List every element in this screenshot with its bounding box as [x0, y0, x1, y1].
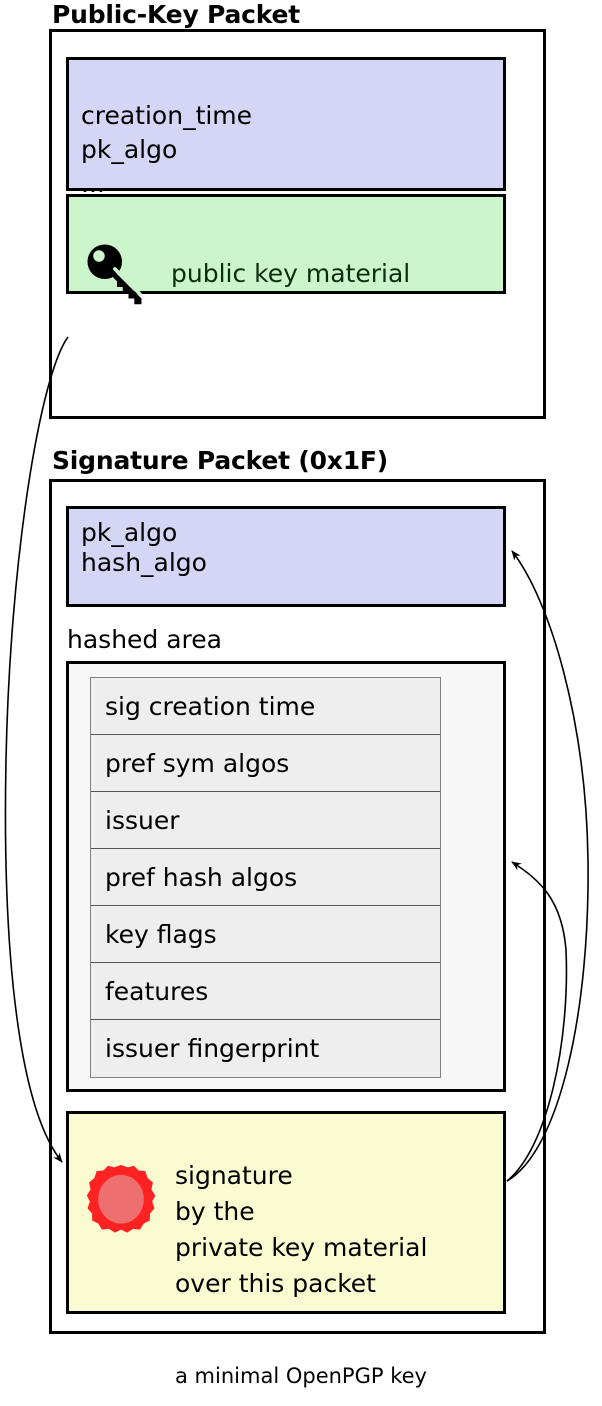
subpacket-row: sig creation time — [91, 678, 440, 735]
subpacket-row: pref sym algos — [91, 735, 440, 792]
figure-caption: a minimal OpenPGP key — [175, 1364, 427, 1388]
public-key-metadata-lines: creation_time pk_algo — [81, 101, 253, 164]
key-icon — [87, 244, 142, 305]
subpacket-row: issuer fingerprint — [91, 1020, 440, 1077]
subpacket-row: features — [91, 963, 440, 1020]
signature-packet-metadata-block: pk_algo hash_algo — [66, 506, 506, 607]
public-key-packet-title: Public-Key Packet — [52, 0, 301, 29]
public-key-metadata-ellipsis: ... — [81, 169, 105, 198]
public-key-material-block: public key material — [66, 194, 506, 305]
hashed-area-box: sig creation time pref sym algos issuer … — [66, 661, 506, 1092]
subpacket-row: pref hash algos — [91, 849, 440, 906]
subpacket-row: issuer — [91, 792, 440, 849]
public-key-metadata-block: creation_time pk_algo ... — [66, 57, 506, 198]
subpacket-table: sig creation time pref sym algos issuer … — [90, 677, 441, 1078]
signature-packet-title: Signature Packet (0x1F) — [52, 446, 389, 475]
signature-body-block: signature by the private key material ov… — [66, 1111, 506, 1314]
subpacket-row: key flags — [91, 906, 440, 963]
signature-body-text: signature by the private key material ov… — [175, 1161, 428, 1298]
wax-seal-icon — [86, 1165, 156, 1233]
public-key-material-label: public key material — [171, 259, 411, 288]
hashed-area-label: hashed area — [67, 625, 222, 654]
